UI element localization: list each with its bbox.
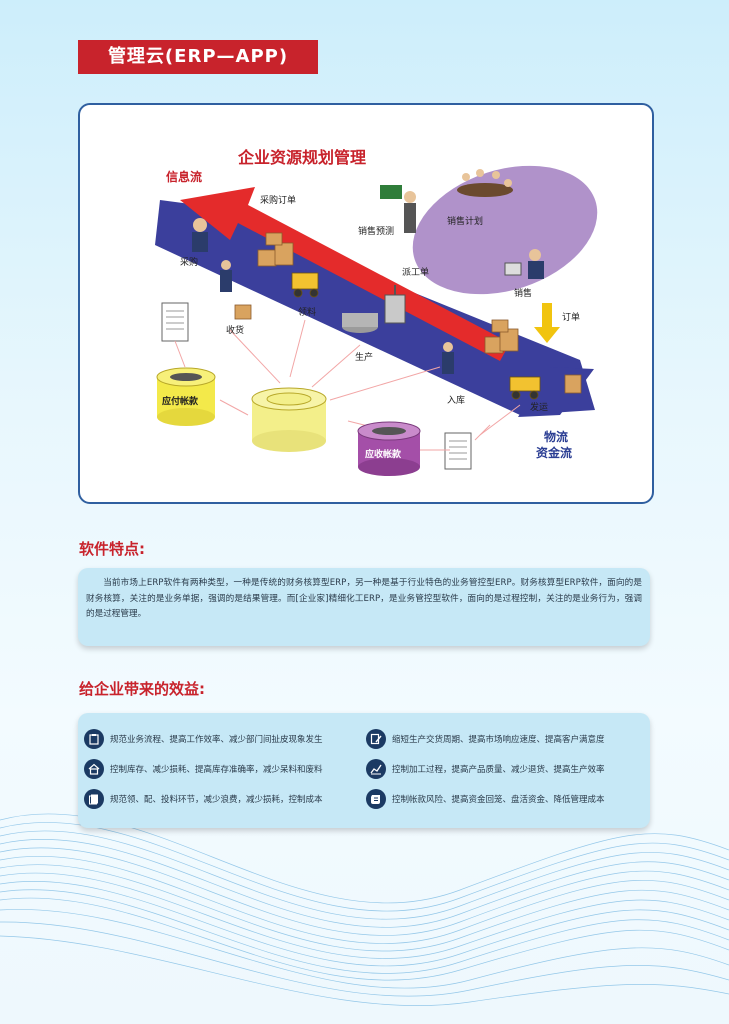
forklift-icons — [291, 272, 541, 400]
benefits-heading: 给企业带来的效益: — [79, 680, 205, 698]
scroll-icon — [366, 789, 386, 809]
warehouse-icon — [84, 759, 104, 779]
benefit-text: 控制库存、减少损耗、提高库存准确率，减少呆料和废料 — [110, 765, 323, 775]
benefits-panel: 规范业务流程、提高工作效率、减少部门间扯皮现象发生 缩短生产交货周期、提高市场响… — [78, 713, 650, 828]
production-label: 生产 — [355, 351, 373, 363]
receiving-label: 收货 — [226, 324, 244, 336]
sales-forecast-label: 销售预测 — [358, 225, 394, 237]
benefit-text: 控制帐款风险、提高资金回笼、盘活资金、降低管理成本 — [392, 795, 605, 805]
features-text: 当前市场上ERP软件有两种类型，一种是传统的财务核算型ERP，另一种是基于行业特… — [86, 578, 642, 619]
payable-cylinder-icon — [156, 367, 216, 426]
payable-label: 应付帐款 — [162, 395, 199, 407]
procurement-label: 采购 — [180, 256, 198, 268]
material-flow-label: 物流 — [544, 429, 568, 444]
document-icons — [161, 302, 472, 470]
benefit-item: 控制加工过程，提高产品质量、减少退货、提高生产效率 — [366, 758, 605, 780]
benefit-item: 控制库存、减少损耗、提高库存准确率，减少呆料和废料 — [84, 758, 323, 780]
trend-chart-icon — [366, 759, 386, 779]
summary-cylinder-icon — [251, 387, 327, 452]
order-label: 订单 — [562, 311, 580, 323]
benefit-text: 控制加工过程，提高产品质量、减少退货、提高生产效率 — [392, 765, 605, 775]
document-icon — [84, 789, 104, 809]
benefit-text: 规范业务流程、提高工作效率、减少部门间扯皮现象发生 — [110, 735, 323, 745]
sales-ellipse — [412, 165, 598, 295]
carton-icons — [234, 232, 582, 394]
warehousing-label: 入库 — [447, 394, 465, 406]
order-arrow — [534, 303, 560, 343]
erp-flow-diagram: 企业资源规划管理 信息流 采购订单 销售预测 销售计划 派工单 销售 采购 收货… — [155, 148, 598, 476]
benefit-text: 规范领、配、投料环节，减少浪费，减少损耗，控制成本 — [110, 795, 323, 805]
features-panel: 当前市场上ERP软件有两种类型，一种是传统的财务核算型ERP，另一种是基于行业特… — [78, 568, 650, 646]
benefit-item: 控制帐款风险、提高资金回笼、盘活资金、降低管理成本 — [366, 788, 605, 810]
features-heading: 软件特点: — [79, 540, 145, 558]
page-title: 管理云(ERP—APP) — [78, 40, 318, 74]
sales-plan-label: 销售计划 — [447, 215, 483, 227]
benefit-item: 规范业务流程、提高工作效率、减少部门间扯皮现象发生 — [84, 728, 323, 750]
background-wave-lines — [0, 813, 729, 1006]
dispatch-order-label: 派工单 — [402, 266, 429, 278]
edit-icon — [366, 729, 386, 749]
picking-label: 领料 — [298, 306, 316, 318]
benefit-text: 缩短生产交货周期、提高市场响应速度、提高客户满意度 — [392, 735, 605, 745]
benefit-item: 缩短生产交货周期、提高市场响应速度、提高客户满意度 — [366, 728, 605, 750]
info-flow-arrow — [180, 187, 510, 361]
receivable-label: 应收帐款 — [365, 448, 402, 460]
info-flow-label: 信息流 — [166, 169, 202, 184]
clipboard-icon — [84, 729, 104, 749]
erp-diagram-card: 企业资源规划管理 信息流 采购订单 销售预测 销售计划 派工单 销售 采购 收货… — [78, 103, 654, 504]
sales-label: 销售 — [514, 287, 532, 299]
cash-flow-label: 资金流 — [536, 445, 572, 460]
receivable-cylinder-icon — [357, 421, 421, 476]
benefit-item: 规范领、配、投料环节，减少浪费，减少损耗，控制成本 — [84, 788, 323, 810]
people-icons — [192, 169, 544, 374]
shipping-label: 发运 — [530, 401, 548, 413]
production-equipment-icon — [342, 285, 406, 333]
diagram-title: 企业资源规划管理 — [237, 148, 366, 167]
purchase-order-label: 采购订单 — [260, 194, 296, 206]
